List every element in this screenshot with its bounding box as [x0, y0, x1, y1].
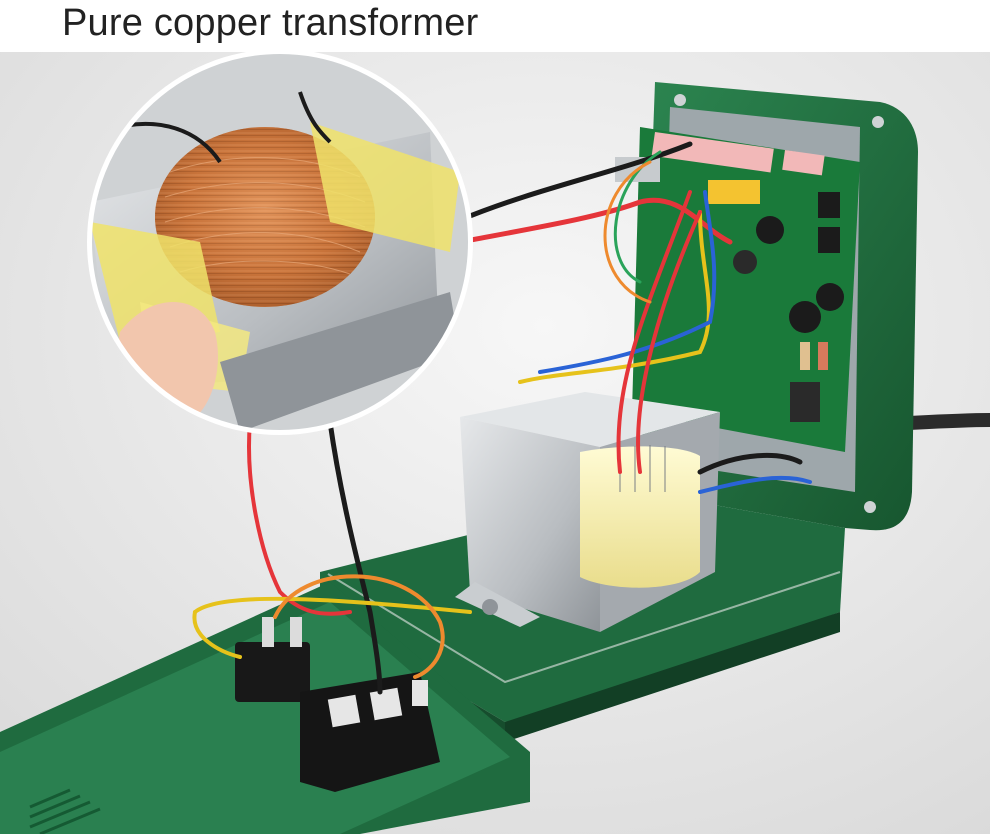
transformer: [455, 392, 720, 632]
iec-power-socket: [300, 672, 440, 792]
wiring: [192, 141, 812, 695]
fuse-holder: [235, 617, 310, 702]
pcb-board: [615, 127, 860, 452]
magnified-coil-inset: [87, 52, 473, 435]
product-photo: [0, 52, 990, 834]
headline: Pure copper transformer: [62, 2, 479, 44]
